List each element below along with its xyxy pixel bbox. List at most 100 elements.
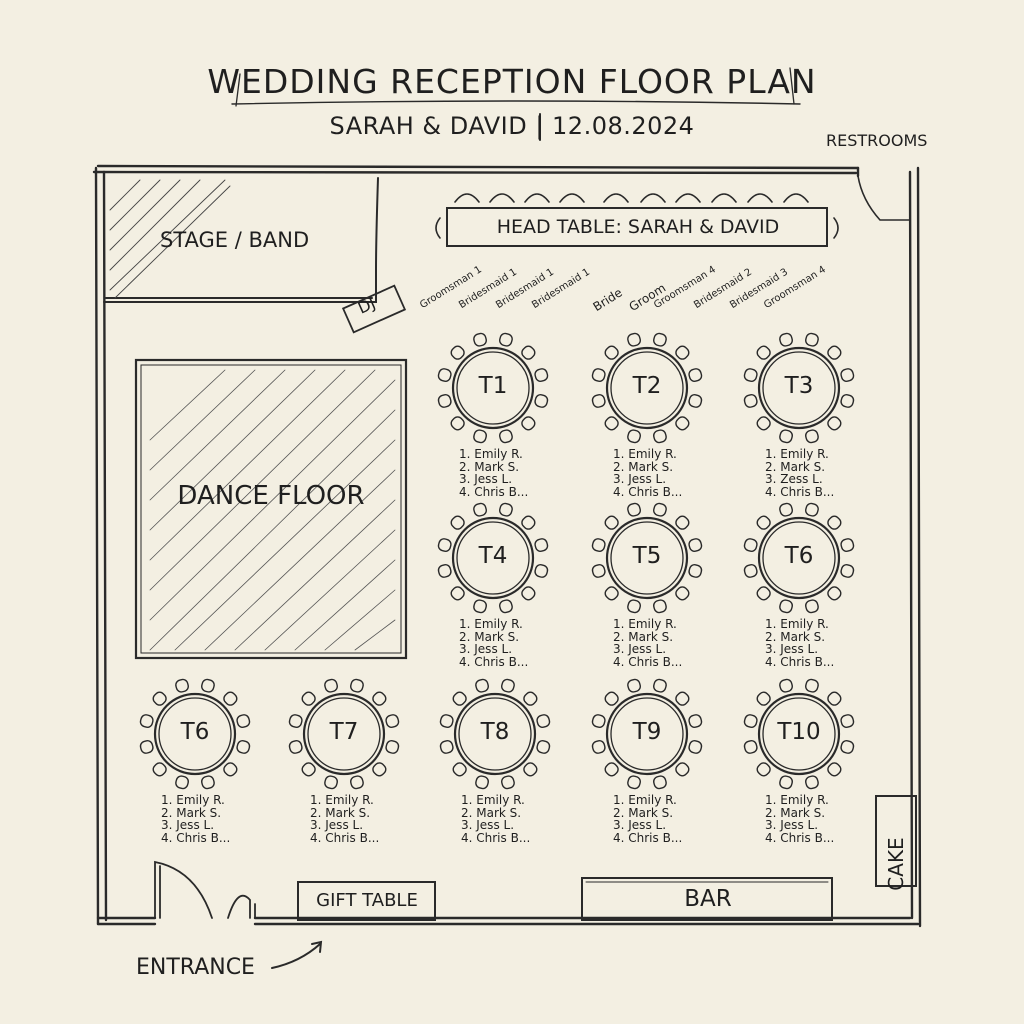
chair <box>779 599 793 614</box>
chair <box>627 502 641 517</box>
chair <box>840 394 855 408</box>
round-table <box>288 678 400 790</box>
entrance-door <box>154 860 256 919</box>
chair <box>452 691 467 706</box>
guest-name: 2. Mark S. <box>459 459 520 474</box>
chair <box>840 368 855 382</box>
guest-list: 1. Emily R.2. Mark S.3. Jess L.4. Chris … <box>461 794 530 844</box>
chair <box>604 345 619 360</box>
restrooms-label: RESTROOMS <box>826 131 928 150</box>
chair <box>521 515 536 530</box>
guest-name: 2. Mark S. <box>613 459 674 474</box>
guest-name: 2. Mark S. <box>461 805 522 820</box>
guest-name: 1. Emily R. <box>161 793 225 807</box>
chair <box>350 775 364 790</box>
chair <box>675 586 690 601</box>
chair <box>653 502 667 517</box>
chair <box>743 538 758 552</box>
guest-name: 3. Jess L. <box>161 818 215 832</box>
chair <box>439 714 454 728</box>
chair <box>473 332 487 347</box>
chair <box>534 564 549 578</box>
page-title: WEDDING RECEPTION FLOOR PLAN <box>207 62 817 101</box>
guest-list: 1. Emily R.2. Mark S.3. Jess L.4. Chris … <box>310 794 379 844</box>
chair <box>534 538 549 552</box>
chair <box>688 368 703 382</box>
chair <box>591 740 606 754</box>
chair <box>805 599 819 614</box>
chair <box>324 678 338 693</box>
round-table <box>591 502 703 614</box>
table-number: T8 <box>480 719 510 745</box>
round-table <box>591 678 703 790</box>
chair <box>499 429 513 444</box>
chair <box>591 564 606 578</box>
chair <box>450 345 465 360</box>
guest-name: 3. Jess L. <box>613 472 667 486</box>
chair <box>805 775 819 790</box>
round-table <box>439 678 551 790</box>
chair <box>152 691 167 706</box>
round-table <box>591 332 703 444</box>
chair <box>675 345 690 360</box>
round-table <box>139 678 251 790</box>
bar <box>581 877 833 921</box>
chair <box>688 394 703 408</box>
chair <box>805 502 819 517</box>
chair <box>743 740 758 754</box>
chair <box>827 416 842 431</box>
guest-name: 1. Emily R. <box>459 617 523 631</box>
chair <box>450 586 465 601</box>
chair <box>372 691 387 706</box>
guest-name: 2. Mark S. <box>613 629 674 644</box>
guest-name: 4. Chris B... <box>461 830 531 845</box>
chair <box>688 564 703 578</box>
guest-name: 2. Mark S. <box>765 805 826 820</box>
chair <box>756 762 771 777</box>
chair <box>756 691 771 706</box>
guest-name: 4. Chris B... <box>459 484 529 499</box>
guest-list: 1. Emily R.2. Mark S.3. Jess L.4. Chris … <box>613 618 682 668</box>
gift-table <box>297 881 436 921</box>
guest-list: 1. Emily R.2. Mark S.3. Jess L.4. Chris … <box>613 448 682 498</box>
title-underline <box>231 100 801 105</box>
chair <box>521 416 536 431</box>
table-number: T3 <box>784 373 814 399</box>
chair <box>521 586 536 601</box>
chair <box>385 714 400 728</box>
chair <box>653 429 667 444</box>
chair <box>288 714 303 728</box>
dance-floor-hatching <box>149 369 396 651</box>
dj-booth <box>341 284 407 334</box>
chair <box>385 740 400 754</box>
chair <box>604 515 619 530</box>
round-table <box>437 332 549 444</box>
guest-list: 1. Emily R.2. Mark S.3. Jess L.4. Chris … <box>161 794 230 844</box>
chair <box>139 714 154 728</box>
guest-name: 1. Emily R. <box>613 617 677 631</box>
guest-name: 3. Jess L. <box>310 818 364 832</box>
chair <box>499 332 513 347</box>
chair <box>627 332 641 347</box>
chair <box>223 691 238 706</box>
chair <box>805 429 819 444</box>
chair <box>372 762 387 777</box>
chair <box>627 429 641 444</box>
chair <box>653 678 667 693</box>
gift-table-label: GIFT TABLE <box>316 890 418 911</box>
chair <box>840 714 855 728</box>
chair <box>688 740 703 754</box>
chair <box>675 515 690 530</box>
chair <box>779 775 793 790</box>
chair <box>604 586 619 601</box>
guest-name: 2. Mark S. <box>613 805 674 820</box>
chair <box>805 678 819 693</box>
guest-name: 3. Zess L. <box>765 472 823 486</box>
chair <box>201 678 215 693</box>
head-table-chairs <box>454 193 809 203</box>
guest-name: 4. Chris B... <box>613 830 683 845</box>
guest-list: 1. Emily R.2. Mark S.3. Jess L.4. Chris … <box>613 794 682 844</box>
chair <box>627 599 641 614</box>
chair <box>536 740 551 754</box>
